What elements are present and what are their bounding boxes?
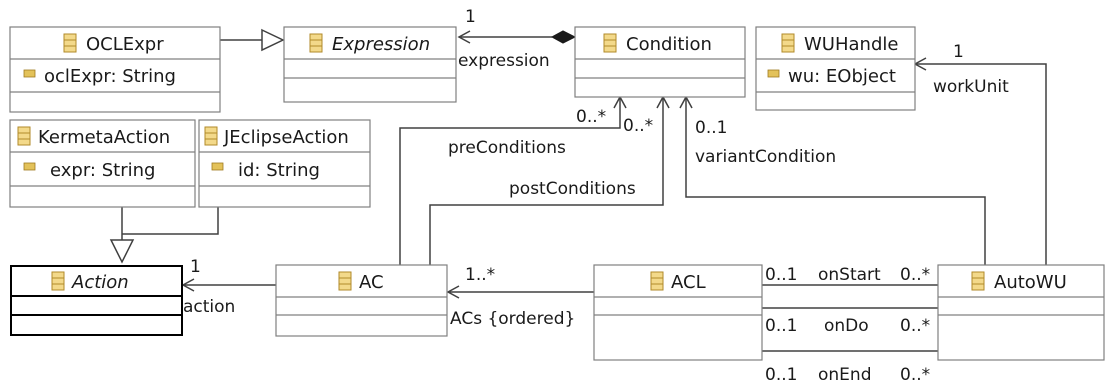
acs-arrowhead xyxy=(446,285,460,299)
class-action[interactable]: Action xyxy=(10,265,183,336)
attribute-label: expr: String xyxy=(50,160,155,181)
class-icon xyxy=(204,126,218,146)
onend-source-multiplicity: 0..1 xyxy=(765,365,797,385)
attribute-label: oclExpr: String xyxy=(44,66,176,87)
preconditions-role: preConditions xyxy=(448,138,566,158)
class-icon xyxy=(971,271,985,291)
class-autowu[interactable]: AutoWU xyxy=(937,264,1105,361)
variantcondition-multiplicity: 0..1 xyxy=(695,118,727,138)
acs-multiplicity: 1..* xyxy=(465,265,495,285)
class-ac[interactable]: AC xyxy=(275,264,448,337)
class-name: OCLExpr xyxy=(86,34,164,55)
preconditions-association xyxy=(399,97,621,265)
onstart-role: onStart xyxy=(818,265,881,285)
class-name: WUHandle xyxy=(804,34,898,55)
class-name: AC xyxy=(359,272,384,293)
expression-arrowhead xyxy=(457,30,471,44)
expression-role: expression xyxy=(458,51,550,71)
class-icon xyxy=(309,33,323,53)
class-name: JEclipseAction xyxy=(223,127,349,148)
class-name: Condition xyxy=(626,34,712,55)
onstart-target-multiplicity: 0..* xyxy=(900,265,930,285)
class-icon xyxy=(603,33,617,53)
action-role: action xyxy=(183,297,235,317)
expression-multiplicity: 1 xyxy=(465,7,476,27)
class-name: Action xyxy=(71,272,129,293)
attribute-icon xyxy=(767,69,780,78)
class-name: AutoWU xyxy=(994,272,1067,293)
ondo-role: onDo xyxy=(824,316,869,336)
attribute-icon xyxy=(23,69,36,78)
class-icon xyxy=(781,33,795,53)
attribute-label: wu: EObject xyxy=(788,66,896,87)
attribute-label: id: String xyxy=(238,160,320,181)
variantcondition-role: variantCondition xyxy=(695,147,836,167)
class-icon xyxy=(338,271,352,291)
action-multiplicity: 1 xyxy=(190,257,201,277)
composition-diamond xyxy=(550,30,577,44)
generalization-action-arrowhead xyxy=(109,239,135,264)
preconditions-multiplicity: 0..* xyxy=(576,107,606,127)
onend-target-multiplicity: 0..* xyxy=(900,365,930,385)
generalization-arrowhead xyxy=(261,28,285,52)
class-expression[interactable]: Expression xyxy=(283,26,457,103)
class-acl[interactable]: ACL xyxy=(593,264,763,361)
generalization-jeclipse-action xyxy=(122,207,219,235)
workunit-role: workUnit xyxy=(933,77,1009,97)
ondo-source-multiplicity: 0..1 xyxy=(765,316,797,336)
postconditions-role: postConditions xyxy=(509,179,636,199)
class-name: ACL xyxy=(671,272,706,293)
class-condition[interactable]: Condition xyxy=(574,26,746,98)
postconditions-association xyxy=(429,97,664,265)
class-wuhandle[interactable]: WUHandle wu: EObject xyxy=(755,26,916,111)
class-name: Expression xyxy=(332,34,430,55)
onend-role: onEnd xyxy=(818,365,871,385)
variantcondition-association xyxy=(685,97,986,265)
class-icon xyxy=(51,271,65,291)
postconditions-multiplicity: 0..* xyxy=(623,116,653,136)
class-kermetaaction[interactable]: KermetaAction expr: String xyxy=(9,119,196,208)
class-name: KermetaAction xyxy=(38,127,170,148)
class-jeclipseaction[interactable]: JEclipseAction id: String xyxy=(198,119,371,208)
attribute-icon xyxy=(23,162,36,171)
class-oclexpr[interactable]: OCLExpr oclExpr: String xyxy=(9,26,221,113)
workunit-association xyxy=(915,63,1047,265)
class-icon xyxy=(63,33,77,53)
ondo-target-multiplicity: 0..* xyxy=(900,316,930,336)
acs-role: ACs {ordered} xyxy=(450,309,575,329)
attribute-icon xyxy=(211,162,224,171)
class-icon xyxy=(17,126,31,146)
class-icon xyxy=(650,271,664,291)
workunit-multiplicity: 1 xyxy=(953,42,964,62)
onstart-source-multiplicity: 0..1 xyxy=(765,265,797,285)
